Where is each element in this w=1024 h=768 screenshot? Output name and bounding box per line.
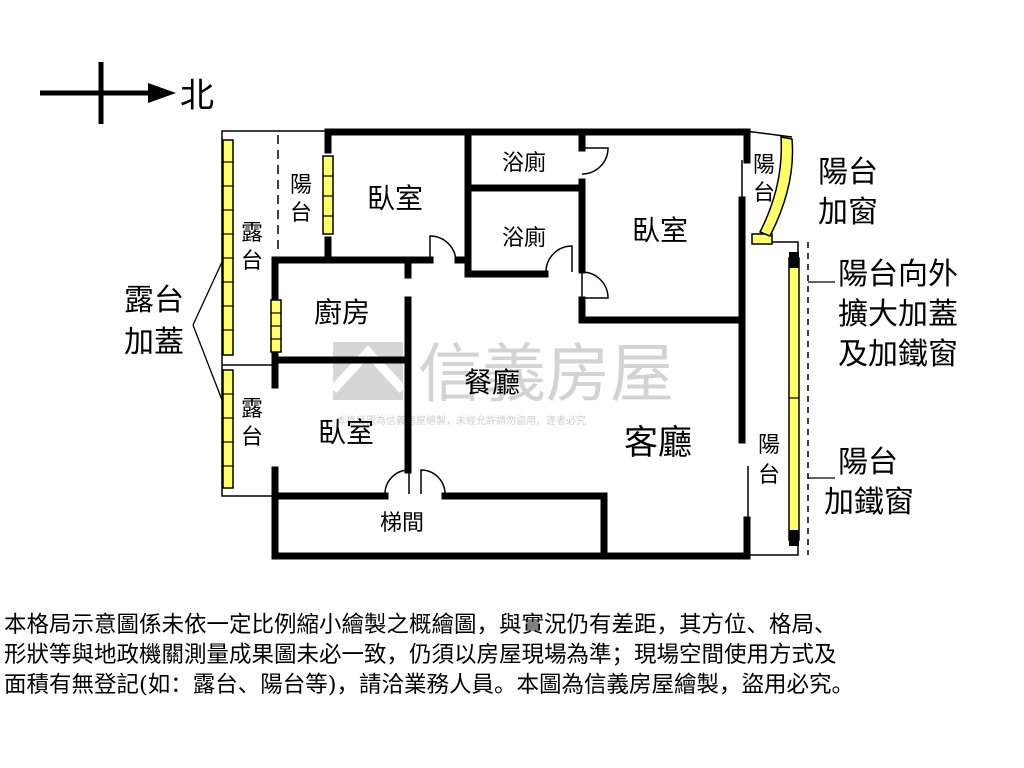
disclaimer: 本格局示意圖係未依一定比例縮小繪製之概繪圖，與實況仍有差距，其方位、格局、 形狀… <box>4 610 1020 700</box>
room-dining: 餐廳 <box>464 366 520 399</box>
window-mullions <box>223 161 799 467</box>
disclaimer-line: 本格局示意圖係未依一定比例縮小繪製之概繪圖，與實況仍有差距，其方位、格局、 <box>4 612 837 638</box>
room-kitchen: 廚房 <box>314 296 370 329</box>
callout-terrace-enclosed-line1: 露台 <box>124 283 184 318</box>
doors <box>384 147 609 495</box>
watermark-logo-icon <box>329 342 407 400</box>
room-terrace-upper-line2: 台 <box>241 249 263 274</box>
callout-balcony-window-line2: 加窗 <box>818 195 878 230</box>
compass-label: 北 <box>180 76 214 116</box>
room-bath-upper: 浴廁 <box>502 151 546 176</box>
callout-balcony-expanded-line3: 及加鐵窗 <box>838 337 958 372</box>
callout-balcony-expanded-line2: 擴大加蓋 <box>838 297 958 332</box>
callout-leaders <box>192 261 835 479</box>
room-bedroom-bottom-left: 臥室 <box>318 416 374 449</box>
watermark-fine-print: 本格局圖為信義房屋繪製，未經允許請勿盜用，違者必究 <box>336 414 586 427</box>
room-bedroom-top-left: 臥室 <box>367 182 423 215</box>
room-balcony-right-top-line2: 台 <box>753 181 775 206</box>
callout-balcony-iron-window-line2: 加鐵窗 <box>824 485 914 520</box>
callout-balcony-iron-window-line1: 陽台 <box>838 445 898 480</box>
room-balcony-small-line1: 陽 <box>290 173 312 198</box>
north-arrow-icon <box>40 62 176 124</box>
watermark: 信義房屋 本格局圖為信義房屋繪製，未經允許請勿盜用，違者必究 <box>329 338 674 427</box>
window-frame-dark <box>789 530 799 546</box>
room-stairs: 梯間 <box>380 511 424 536</box>
room-balcony-right-top-line1: 陽 <box>753 153 775 178</box>
room-living: 客廳 <box>624 423 692 463</box>
callout-terrace-enclosed-line2: 加蓋 <box>124 325 184 360</box>
room-terrace-lower-line2: 台 <box>241 425 263 450</box>
callout-balcony-window-line1: 陽台 <box>818 155 878 190</box>
room-bedroom-top-right: 臥室 <box>632 214 688 247</box>
room-balcony-small-line2: 台 <box>290 201 312 226</box>
window-frame-dark <box>789 252 799 268</box>
room-terrace-upper-line1: 露 <box>241 221 263 246</box>
room-balcony-right-lower-line2: 台 <box>758 463 780 488</box>
disclaimer-line: 面積有無登記(如：露台、陽台等)，請洽業務人員。本圖為信義房屋繪製，盜用必究。 <box>4 672 855 698</box>
room-bath-lower: 浴廁 <box>502 226 546 251</box>
room-terrace-lower-line1: 露 <box>241 397 263 422</box>
watermark-brand: 信義房屋 <box>418 338 674 412</box>
floor-plan: 信義房屋 本格局圖為信義房屋繪製，未經允許請勿盜用，違者必究 北 <box>40 62 958 560</box>
walls <box>271 128 751 560</box>
disclaimer-line: 形狀等與地政機關測量成果圖未必一致，仍須以房屋現場為準；現場空間使用方式及 <box>4 642 837 668</box>
callout-balcony-expanded-line1: 陽台向外 <box>838 257 958 292</box>
room-balcony-right-lower-line1: 陽 <box>758 433 780 458</box>
